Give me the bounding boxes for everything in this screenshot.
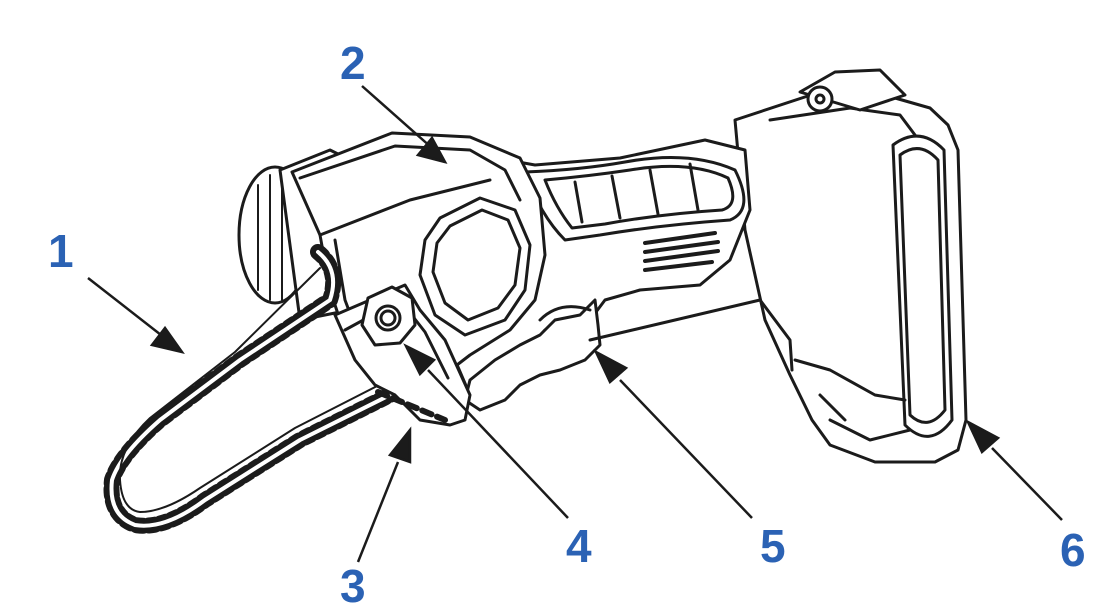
callout-arrowhead-4	[403, 343, 437, 377]
callout-label-1: 1	[48, 225, 74, 277]
callout-arrowhead-6	[965, 419, 1001, 455]
tension-knob	[360, 285, 417, 347]
callout-arrowhead-1	[149, 325, 185, 354]
callout-arrowhead-5	[593, 349, 629, 385]
callout-arrowhead-3	[387, 426, 412, 464]
callout-label-4: 4	[566, 520, 592, 572]
battery-pack	[733, 68, 968, 464]
callout-label-6: 6	[1060, 524, 1086, 576]
callout-arrowhead-2	[415, 135, 448, 164]
callout-label-3: 3	[340, 560, 366, 612]
callout-label-5: 5	[760, 520, 786, 572]
callout-label-2: 2	[340, 37, 366, 89]
callout-leaders	[87, 85, 1063, 563]
